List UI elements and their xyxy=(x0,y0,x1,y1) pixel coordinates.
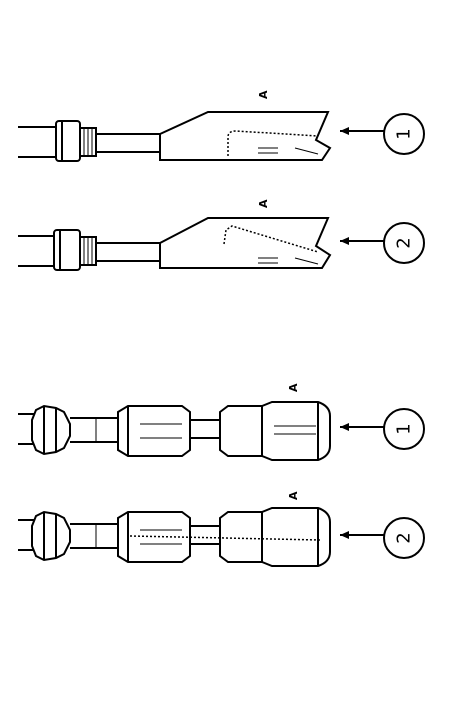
callout-circle-1 xyxy=(383,113,425,155)
round-terminal-2 xyxy=(18,507,331,567)
callout-circle-3 xyxy=(383,408,425,450)
part-label-a-3: A xyxy=(287,383,300,392)
flat-terminal-2 xyxy=(18,217,332,271)
part-label-a-1: A xyxy=(257,90,270,99)
part-label-a-2: A xyxy=(257,199,270,208)
callout-circle-2 xyxy=(383,222,425,264)
callout-number-2: 2 xyxy=(394,237,415,248)
callout-circle-4 xyxy=(383,517,425,559)
flat-terminal-1 xyxy=(18,111,332,162)
round-terminal-1 xyxy=(18,401,331,461)
part-label-a-4: A xyxy=(287,491,300,500)
callout-number-3: 1 xyxy=(394,423,415,434)
callout-number-4: 2 xyxy=(394,532,415,543)
callout-number-1: 1 xyxy=(394,128,415,139)
